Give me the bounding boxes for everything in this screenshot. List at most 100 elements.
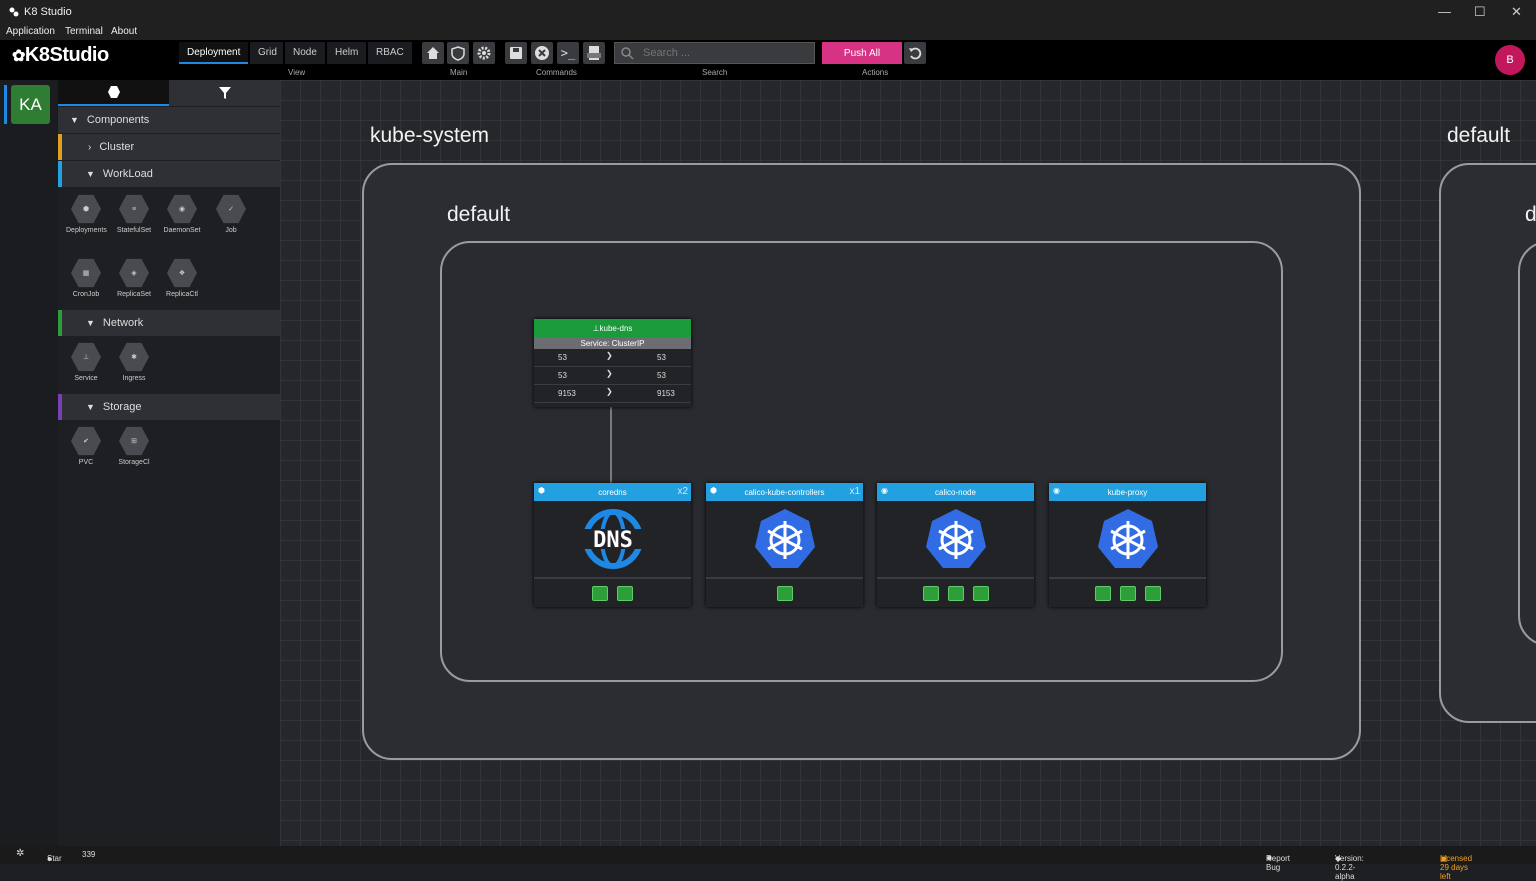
target-port: 53 xyxy=(657,371,666,380)
component-replicactl[interactable]: ❖ReplicaCtl xyxy=(162,258,202,298)
pod-status[interactable] xyxy=(1094,585,1111,601)
section-network-label: Network xyxy=(102,317,144,329)
license-icon: ▣ xyxy=(1440,854,1448,863)
pod-status[interactable] xyxy=(947,585,964,601)
component-label: StorageCl xyxy=(118,459,150,466)
component-label: Deployments xyxy=(66,227,107,234)
chevron-down-icon: ▼ xyxy=(70,115,79,125)
tab-components[interactable] xyxy=(58,80,169,106)
clipboard-check-icon: ✓ xyxy=(216,194,246,224)
tab-rbac[interactable]: RBAC xyxy=(368,42,412,64)
group-default[interactable] xyxy=(440,241,1283,682)
title-bar: K8 Studio — ☐ ✕ xyxy=(0,0,1536,24)
component-ingress[interactable]: ✱Ingress xyxy=(114,342,154,382)
disk-check-icon: ✔ xyxy=(71,426,101,456)
pod-status[interactable] xyxy=(922,585,939,601)
dns-icon-text: DNS xyxy=(593,528,633,553)
section-network[interactable]: ▼Network xyxy=(58,310,280,336)
section-cluster[interactable]: ›Cluster xyxy=(58,134,280,160)
menu-application[interactable]: Application xyxy=(6,26,55,37)
tab-deployment[interactable]: Deployment xyxy=(179,42,248,64)
logo: ✿K8Studio xyxy=(12,44,109,67)
tab-helm[interactable]: Helm xyxy=(327,42,366,64)
menu-about[interactable]: About xyxy=(111,26,138,37)
settings-button[interactable] xyxy=(473,42,495,64)
pod-status[interactable] xyxy=(1119,585,1136,601)
deployment-icon: ⬢ xyxy=(538,486,545,495)
service-card-kube-dns[interactable]: ⊥kube-dns Service: ClusterIP 53❯53 53❯53… xyxy=(534,319,691,407)
pod-status[interactable] xyxy=(617,585,633,601)
pod-list xyxy=(1049,579,1206,607)
pod-status[interactable] xyxy=(972,585,989,601)
discard-button[interactable] xyxy=(531,42,553,64)
group-default-2[interactable] xyxy=(1518,241,1536,646)
star-count: 339 xyxy=(82,850,96,859)
close-button[interactable]: ✕ xyxy=(1511,4,1522,19)
component-label: ReplicaCtl xyxy=(166,291,198,298)
chevron-right-icon: › xyxy=(88,141,92,153)
deployments-icon: ⬢ xyxy=(71,194,101,224)
tab-grid[interactable]: Grid xyxy=(250,42,283,64)
component-label: PVC xyxy=(78,459,94,466)
component-job[interactable]: ✓Job xyxy=(211,194,251,234)
undo-button[interactable] xyxy=(904,42,926,64)
section-storage[interactable]: ▼Storage xyxy=(58,394,280,420)
logs-button[interactable] xyxy=(583,42,605,64)
home-icon xyxy=(427,47,439,59)
minimize-button[interactable]: — xyxy=(1438,4,1451,19)
pod-status[interactable] xyxy=(776,585,793,601)
terminal-button[interactable]: >_ xyxy=(557,42,579,64)
tab-node[interactable]: Node xyxy=(285,42,325,64)
component-label: StatefulSet xyxy=(116,227,152,234)
pod-status[interactable] xyxy=(1144,585,1161,601)
avatar[interactable]: B xyxy=(1495,45,1525,75)
save-button[interactable] xyxy=(505,42,527,64)
section-components[interactable]: ▼ Components xyxy=(58,107,280,133)
maximize-button[interactable]: ☐ xyxy=(1474,4,1486,19)
workload-name: calico-kube-controllers xyxy=(744,487,825,497)
workload-card-calico-node[interactable]: ◉calico-node xyxy=(877,483,1034,607)
bug-icon: ✹ xyxy=(1266,854,1273,863)
group-label-main: Main xyxy=(450,68,468,77)
target-port: 53 xyxy=(657,353,666,362)
diagram-canvas[interactable]: kube-system default default d xyxy=(280,80,1536,846)
pod-list xyxy=(534,579,691,607)
component-pvc[interactable]: ✔ PVC xyxy=(66,426,106,466)
push-all-button[interactable]: Push All xyxy=(822,42,902,64)
component-statefulset[interactable]: ≡ StatefulSet xyxy=(114,194,154,234)
filter-icon xyxy=(218,87,231,99)
tab-filter[interactable] xyxy=(169,80,280,106)
chevron-down-icon: ▼ xyxy=(86,402,95,412)
component-service[interactable]: ⊥Service xyxy=(66,342,106,382)
database-icon: ≡ xyxy=(119,194,149,224)
home-button[interactable] xyxy=(422,42,444,64)
layers-icon: ◈ xyxy=(119,258,149,288)
component-replicaset[interactable]: ◈ ReplicaSet xyxy=(114,258,154,298)
pod-status[interactable] xyxy=(592,585,608,601)
port: 9153 xyxy=(558,389,576,398)
service-type: Service: ClusterIP xyxy=(534,337,691,349)
component-storageclass[interactable]: ⊞ StorageCl xyxy=(114,426,154,466)
search-input[interactable] xyxy=(614,42,815,64)
chevron-right-icon: ❯ xyxy=(606,369,613,378)
dns-globe-icon: DNS xyxy=(580,509,645,569)
workspace-ka[interactable]: KA xyxy=(11,85,50,124)
section-components-label: Components xyxy=(86,114,150,126)
namespace-button[interactable] xyxy=(447,42,469,64)
component-cronjob[interactable]: ▦CronJob xyxy=(66,258,106,298)
section-workload[interactable]: ▼WorkLoad xyxy=(58,161,280,187)
component-label: ReplicaSet xyxy=(117,291,151,298)
menu-terminal[interactable]: Terminal xyxy=(65,26,103,37)
workload-card-kube-proxy[interactable]: ◉kube-proxy xyxy=(1049,483,1206,607)
close-circle-icon xyxy=(535,46,549,60)
star-label: Star xyxy=(47,854,62,863)
component-deployments[interactable]: ⬢ Deployments xyxy=(66,194,107,234)
connector-line xyxy=(610,407,612,483)
port: 53 xyxy=(558,371,567,380)
component-label: DaemonSet xyxy=(163,227,201,234)
component-label: CronJob xyxy=(72,291,100,298)
component-daemonset[interactable]: ◉DaemonSet xyxy=(162,194,202,234)
storage-tree-icon: ⊞ xyxy=(119,426,149,456)
